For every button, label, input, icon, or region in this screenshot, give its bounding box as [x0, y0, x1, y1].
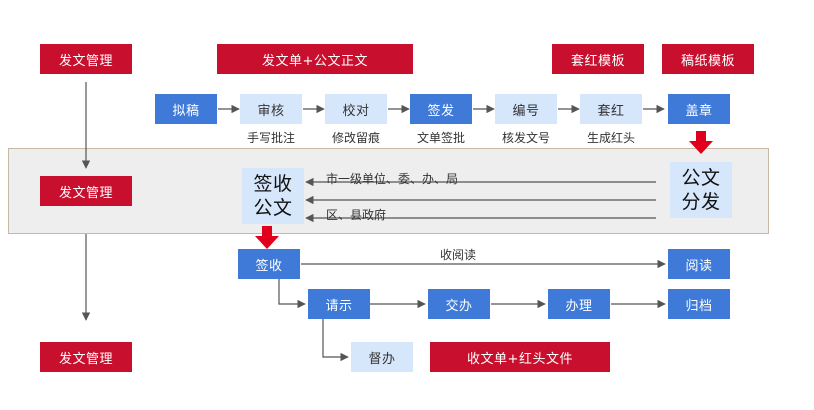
distribution-band — [8, 148, 769, 234]
send-management-box-3: 发文管理 — [40, 342, 132, 372]
assign-box: 交办 — [428, 289, 490, 319]
distribute-box-line-1: 公文 — [681, 167, 721, 189]
archive-box: 归档 — [668, 289, 730, 319]
read-label: 收阅读 — [440, 248, 477, 262]
step-draft: 拟稿 — [155, 94, 217, 124]
step-proofread: 校对 — [325, 94, 387, 124]
distribute-document-box: 公文 分发 — [670, 162, 732, 218]
doc-form-label: 发文单+公文正文 — [217, 44, 413, 74]
receipt-form-label: 收文单+红头文件 — [430, 342, 610, 372]
caption-review: 手写批注 — [246, 131, 295, 145]
caption-red-header: 生成红头 — [586, 131, 635, 145]
supervise-box: 督办 — [351, 342, 413, 372]
receive-document-box: 签收 公文 — [242, 168, 304, 224]
recipient-city-units: 市一级单位、委、办、局 — [326, 172, 459, 186]
distribute-box-line-2: 分发 — [681, 191, 721, 213]
step-red-header: 套红 — [580, 94, 642, 124]
step-numbering: 编号 — [495, 94, 557, 124]
recipient-district-gov: 区、县政府 — [326, 208, 387, 222]
caption-numbering: 核发文号 — [501, 131, 550, 145]
step-issue: 签发 — [410, 94, 472, 124]
handle-box: 办理 — [548, 289, 610, 319]
red-template-label: 套红模板 — [552, 44, 644, 74]
step-stamp: 盖章 — [668, 94, 730, 124]
request-box: 请示 — [308, 289, 370, 319]
receive-box-line-1: 签收 — [253, 173, 293, 195]
read-box: 阅读 — [668, 249, 730, 279]
caption-proofread: 修改留痕 — [331, 131, 380, 145]
paper-template-label: 稿纸模板 — [662, 44, 754, 74]
send-management-box-2: 发文管理 — [40, 176, 132, 206]
step-review: 审核 — [240, 94, 302, 124]
send-management-box-1: 发文管理 — [40, 44, 132, 74]
sign-receive-box: 签收 — [238, 249, 300, 279]
receive-box-line-2: 公文 — [253, 197, 293, 219]
caption-issue: 文单签批 — [416, 131, 465, 145]
